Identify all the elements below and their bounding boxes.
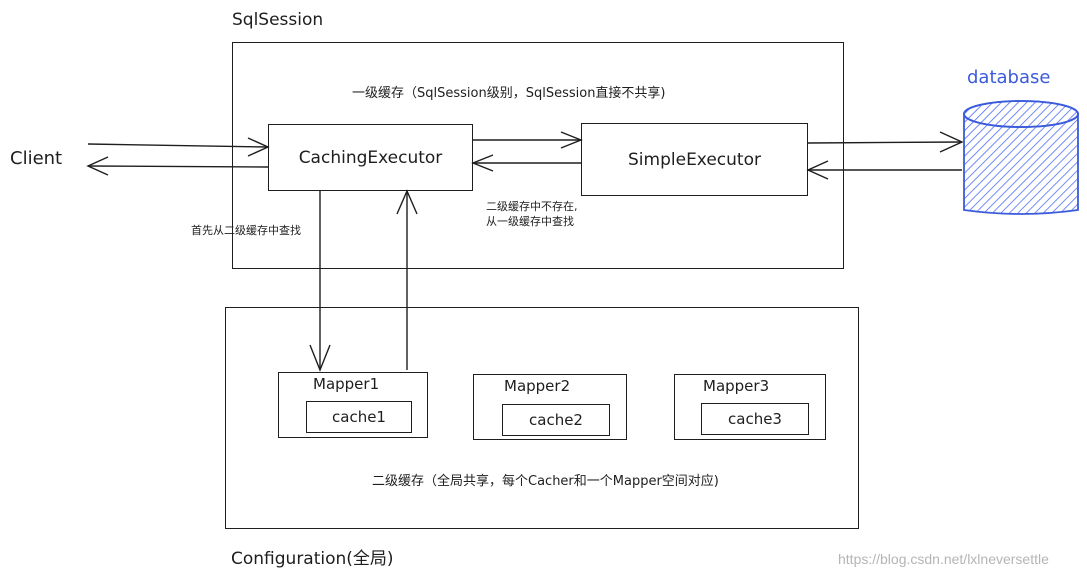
database-label: database [967, 67, 1051, 88]
configuration-title: Configuration(全局) [231, 549, 394, 569]
first-lookup-note: 首先从二级缓存中查找 [191, 224, 301, 237]
level1-cache-note: 一级缓存（SqlSession级别，SqlSession直接不共享) [352, 86, 666, 101]
watermark: https://blog.csdn.net/lxlneversettle [838, 551, 1049, 567]
mapper1-label: Mapper1 [313, 375, 380, 393]
mapper1-box: Mapper1 cache1 [278, 372, 428, 438]
caching-executor-box: CachingExecutor [268, 124, 473, 191]
mapper2-box: Mapper2 cache2 [473, 374, 627, 440]
level2-cache-note: 二级缓存（全局共享，每个Cacher和一个Mapper空间对应) [372, 474, 719, 489]
mapper3-box: Mapper3 cache3 [674, 374, 826, 440]
cache1-box: cache1 [306, 401, 412, 433]
caching-executor-label: CachingExecutor [298, 147, 443, 168]
simple-to-caching-arrow [471, 154, 581, 172]
cache3-label: cache3 [728, 410, 782, 428]
cache3-box: cache3 [701, 403, 809, 435]
sqlsession-title: SqlSession [232, 10, 324, 30]
caching-to-client-arrow [86, 156, 269, 176]
simple-to-database-arrow [807, 131, 964, 153]
cache-miss-note-line1: 二级缓存中不存在, [486, 200, 578, 213]
mapper3-label: Mapper3 [703, 377, 770, 395]
configuration-frame [225, 307, 859, 529]
database-to-simple-arrow [806, 160, 962, 180]
cache2-box: cache2 [502, 404, 610, 436]
sqlsession-frame [232, 42, 844, 269]
mapper1-to-caching-arrow [396, 189, 418, 370]
simple-executor-box: SimpleExecutor [581, 123, 808, 196]
cache2-label: cache2 [529, 411, 583, 429]
simple-executor-label: SimpleExecutor [628, 149, 761, 170]
mapper2-label: Mapper2 [504, 377, 571, 395]
client-label: Client [10, 148, 63, 169]
caching-to-mapper1-arrow [309, 191, 331, 372]
cache1-label: cache1 [332, 408, 386, 426]
database-cylinder [963, 100, 1079, 215]
cache-miss-note-line2: 从一级缓存中查找 [486, 215, 574, 228]
